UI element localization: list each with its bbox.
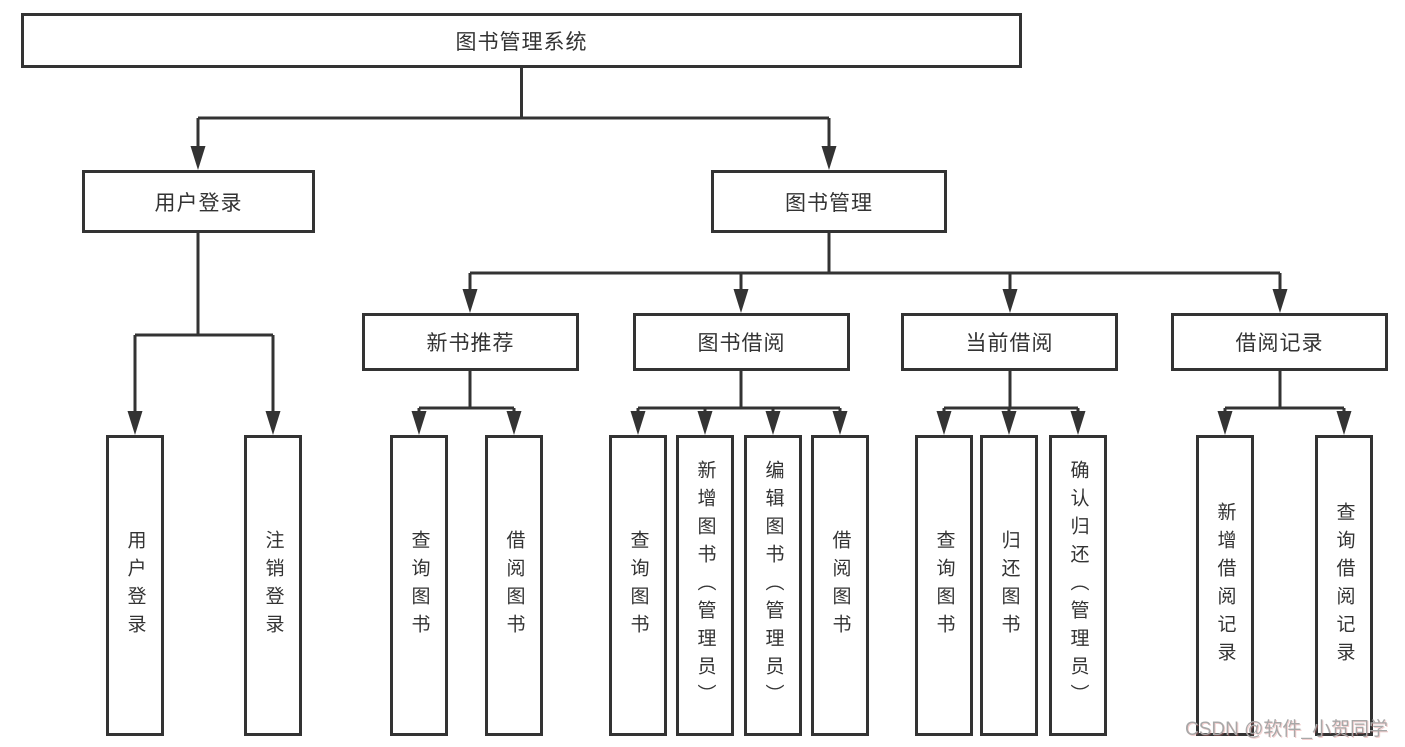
node-borrowing-records: 借阅记录 <box>1171 313 1388 371</box>
leaf-logout: 注销登录 <box>244 435 302 736</box>
leaf-borrow-books-recommend: 借阅图书 <box>485 435 543 736</box>
node-user-login: 用户登录 <box>82 170 315 233</box>
node-current-borrowing: 当前借阅 <box>901 313 1118 371</box>
leaf-borrow-books-recommend-label: 借阅图书 <box>503 529 525 642</box>
leaf-query-books-recommend: 查询图书 <box>390 435 448 736</box>
node-new-book-recommend-label: 新书推荐 <box>426 332 515 355</box>
node-root-library-system: 图书管理系统 <box>21 13 1022 68</box>
leaf-add-book-admin-label: 新增图书（管理员） <box>694 459 716 712</box>
connector-book-management-to-level3 <box>462 233 1288 313</box>
leaf-confirm-return-admin-label: 确认归还（管理员） <box>1067 459 1089 712</box>
leaf-user-login: 用户登录 <box>106 435 164 736</box>
connector-borrow-record-branch <box>1217 371 1352 435</box>
leaf-query-borrow-record: 查询借阅记录 <box>1315 435 1373 736</box>
node-user-login-label: 用户登录 <box>154 191 243 215</box>
leaf-logout-label: 注销登录 <box>262 529 284 642</box>
leaf-confirm-return-admin: 确认归还（管理员） <box>1049 435 1107 736</box>
node-book-management-label: 图书管理 <box>785 191 873 215</box>
leaf-add-borrow-record: 新增借阅记录 <box>1196 435 1254 736</box>
leaf-query-books-borrowing: 查询图书 <box>609 435 667 736</box>
connector-new-book-branch <box>411 371 522 435</box>
leaf-user-login-label: 用户登录 <box>124 529 146 642</box>
node-book-borrowing-label: 图书借阅 <box>697 332 786 355</box>
csdn-watermark: CSDN @软件_小贺同学 <box>1185 719 1388 740</box>
leaf-edit-book-admin: 编辑图书（管理员） <box>744 435 802 736</box>
leaf-return-book-label: 归还图书 <box>998 529 1020 642</box>
node-new-book-recommend: 新书推荐 <box>362 313 579 371</box>
node-borrowing-records-label: 借阅记录 <box>1235 332 1324 355</box>
node-root-label: 图书管理系统 <box>455 30 588 54</box>
connector-root-to-level2 <box>190 68 837 170</box>
leaf-query-books-current: 查询图书 <box>915 435 973 736</box>
leaf-edit-book-admin-label: 编辑图书（管理员） <box>762 459 784 712</box>
leaf-borrow-books-borrowing-label: 借阅图书 <box>829 529 851 642</box>
leaf-query-books-recommend-label: 查询图书 <box>408 529 430 642</box>
leaf-add-book-admin: 新增图书（管理员） <box>676 435 734 736</box>
leaf-query-books-current-label: 查询图书 <box>933 529 955 642</box>
connector-user-login-branch <box>127 233 281 435</box>
leaf-add-borrow-record-label: 新增借阅记录 <box>1214 501 1236 670</box>
connector-current-borrow-branch <box>936 371 1086 435</box>
connector-book-borrow-branch <box>630 371 848 435</box>
leaf-query-borrow-record-label: 查询借阅记录 <box>1333 501 1355 670</box>
node-book-borrowing: 图书借阅 <box>633 313 850 371</box>
leaf-return-book: 归还图书 <box>980 435 1038 736</box>
node-current-borrowing-label: 当前借阅 <box>965 332 1054 355</box>
leaf-borrow-books-borrowing: 借阅图书 <box>811 435 869 736</box>
node-book-management: 图书管理 <box>711 170 947 233</box>
leaf-query-books-borrowing-label: 查询图书 <box>627 529 649 642</box>
